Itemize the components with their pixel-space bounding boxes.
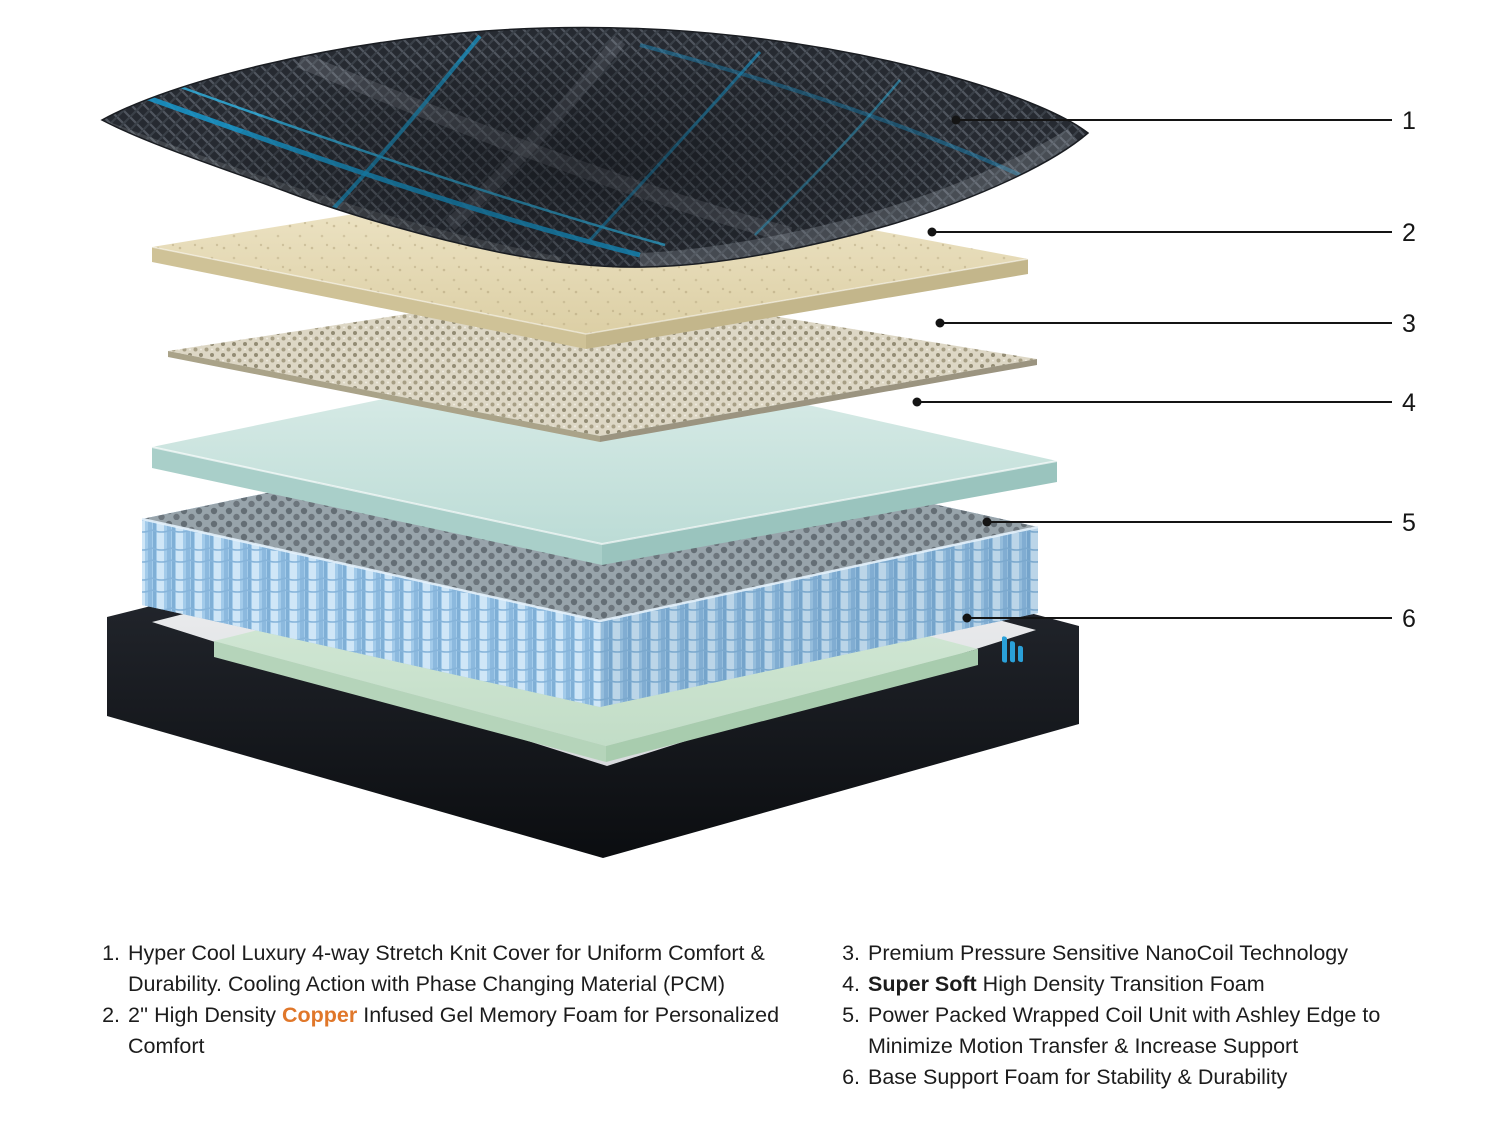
legend-item-1: 1. Hyper Cool Luxury 4-way Stretch Knit …: [92, 938, 797, 1000]
legend-item-3-number: 3.: [842, 941, 860, 965]
coil-face-right: [600, 527, 1038, 707]
coil-front-edge-highlight: [141, 517, 1039, 623]
callout-number-2: 2: [1402, 219, 1416, 247]
layer-transition-foam: [151, 356, 1058, 565]
callout-number-3: 3: [1402, 310, 1416, 338]
layer-nanocoil: [168, 286, 1037, 442]
legend-right-column: 3. Premium Pressure Sensitive NanoCoil T…: [832, 938, 1407, 1093]
legend-item-2-post: Infused Gel Memory Foam for Personalized…: [128, 1003, 780, 1058]
transition-foam-edge-left: [152, 447, 602, 565]
legend-item-3-pre: Premium Pressure Sensitive NanoCoil Tech…: [868, 941, 1348, 965]
callout-dot-3: [935, 318, 945, 328]
memory-foam-edge-right: [586, 259, 1028, 349]
callout-dot-2: [927, 227, 937, 237]
legend-item-2-text: 2'' High Density Copper Infused Gel Memo…: [128, 1000, 797, 1062]
cover-outline: [100, 26, 1090, 268]
legend-left-column: 1. Hyper Cool Luxury 4-way Stretch Knit …: [92, 938, 797, 1062]
coil-face-left: [142, 519, 600, 707]
transition-foam-highlight: [151, 446, 1058, 546]
callout-dot-6: [962, 613, 972, 623]
base-foam-edge-right: [606, 649, 978, 762]
legend-item-6-number: 6.: [842, 1065, 860, 1089]
callout-lines: [917, 119, 1392, 619]
transition-foam-edge-right: [602, 461, 1057, 565]
nanocoil-edge-right: [600, 359, 1037, 442]
legend-item-4-highlight: Super Soft: [868, 972, 977, 996]
legend-item-3-text: Premium Pressure Sensitive NanoCoil Tech…: [868, 938, 1407, 969]
legend-item-2: 2. 2'' High Density Copper Infused Gel M…: [92, 1000, 797, 1062]
callout-dots: [912, 115, 992, 623]
callout-dot-5: [982, 517, 992, 527]
callout-dot-4: [912, 397, 922, 407]
callout-number-4: 4: [1402, 389, 1416, 417]
legend-item-1-text: Hyper Cool Luxury 4-way Stretch Knit Cov…: [128, 938, 797, 1000]
memory-foam-edge-left: [152, 247, 586, 349]
legend-item-4: 4. Super Soft High Density Transition Fo…: [832, 969, 1407, 1000]
exploded-view-illustration: 1 2 3 4 5 6: [100, 26, 1416, 858]
nanocoil-edge-left: [168, 351, 600, 442]
legend-item-6: 6. Base Support Foam for Stability & Dur…: [832, 1062, 1407, 1093]
coil-face-right-shade: [600, 527, 1038, 707]
memory-foam-highlight: [151, 246, 1029, 335]
legend-item-4-number: 4.: [842, 972, 860, 996]
legend-item-3: 3. Premium Pressure Sensitive NanoCoil T…: [832, 938, 1407, 969]
legend-item-5-number: 5.: [842, 1003, 860, 1027]
callout-dot-1: [951, 115, 961, 125]
legend-item-2-pre: 2'' High Density: [128, 1003, 282, 1027]
legend-item-4-text: Super Soft High Density Transition Foam: [868, 969, 1407, 1000]
legend-item-6-text: Base Support Foam for Stability & Durabi…: [868, 1062, 1407, 1093]
callout-number-5: 5: [1402, 509, 1416, 537]
legend-item-2-number: 2.: [102, 1003, 120, 1027]
callout-number-1: 1: [1402, 107, 1416, 135]
legend-item-2-highlight: Copper: [282, 1003, 358, 1027]
nanocoil-top: [168, 286, 1037, 436]
legend-item-4-post: High Density Transition Foam: [976, 972, 1265, 996]
legend-item-1-number: 1.: [102, 941, 120, 965]
legend-item-5-pre: Power Packed Wrapped Coil Unit with Ashl…: [868, 1003, 1381, 1058]
transition-foam-top: [152, 356, 1057, 544]
callout-numbers: 1 2 3 4 5 6: [1402, 107, 1416, 633]
base-foam-edge-left: [214, 641, 606, 762]
legend-item-1-pre: Hyper Cool Luxury 4-way Stretch Knit Cov…: [128, 941, 765, 996]
legend-item-6-pre: Base Support Foam for Stability & Durabi…: [868, 1065, 1288, 1089]
legend-item-5: 5. Power Packed Wrapped Coil Unit with A…: [832, 1000, 1407, 1062]
brand-logo-icon: [1002, 636, 1023, 663]
callout-number-6: 6: [1402, 605, 1416, 633]
legend-item-5-text: Power Packed Wrapped Coil Unit with Ashl…: [868, 1000, 1407, 1062]
